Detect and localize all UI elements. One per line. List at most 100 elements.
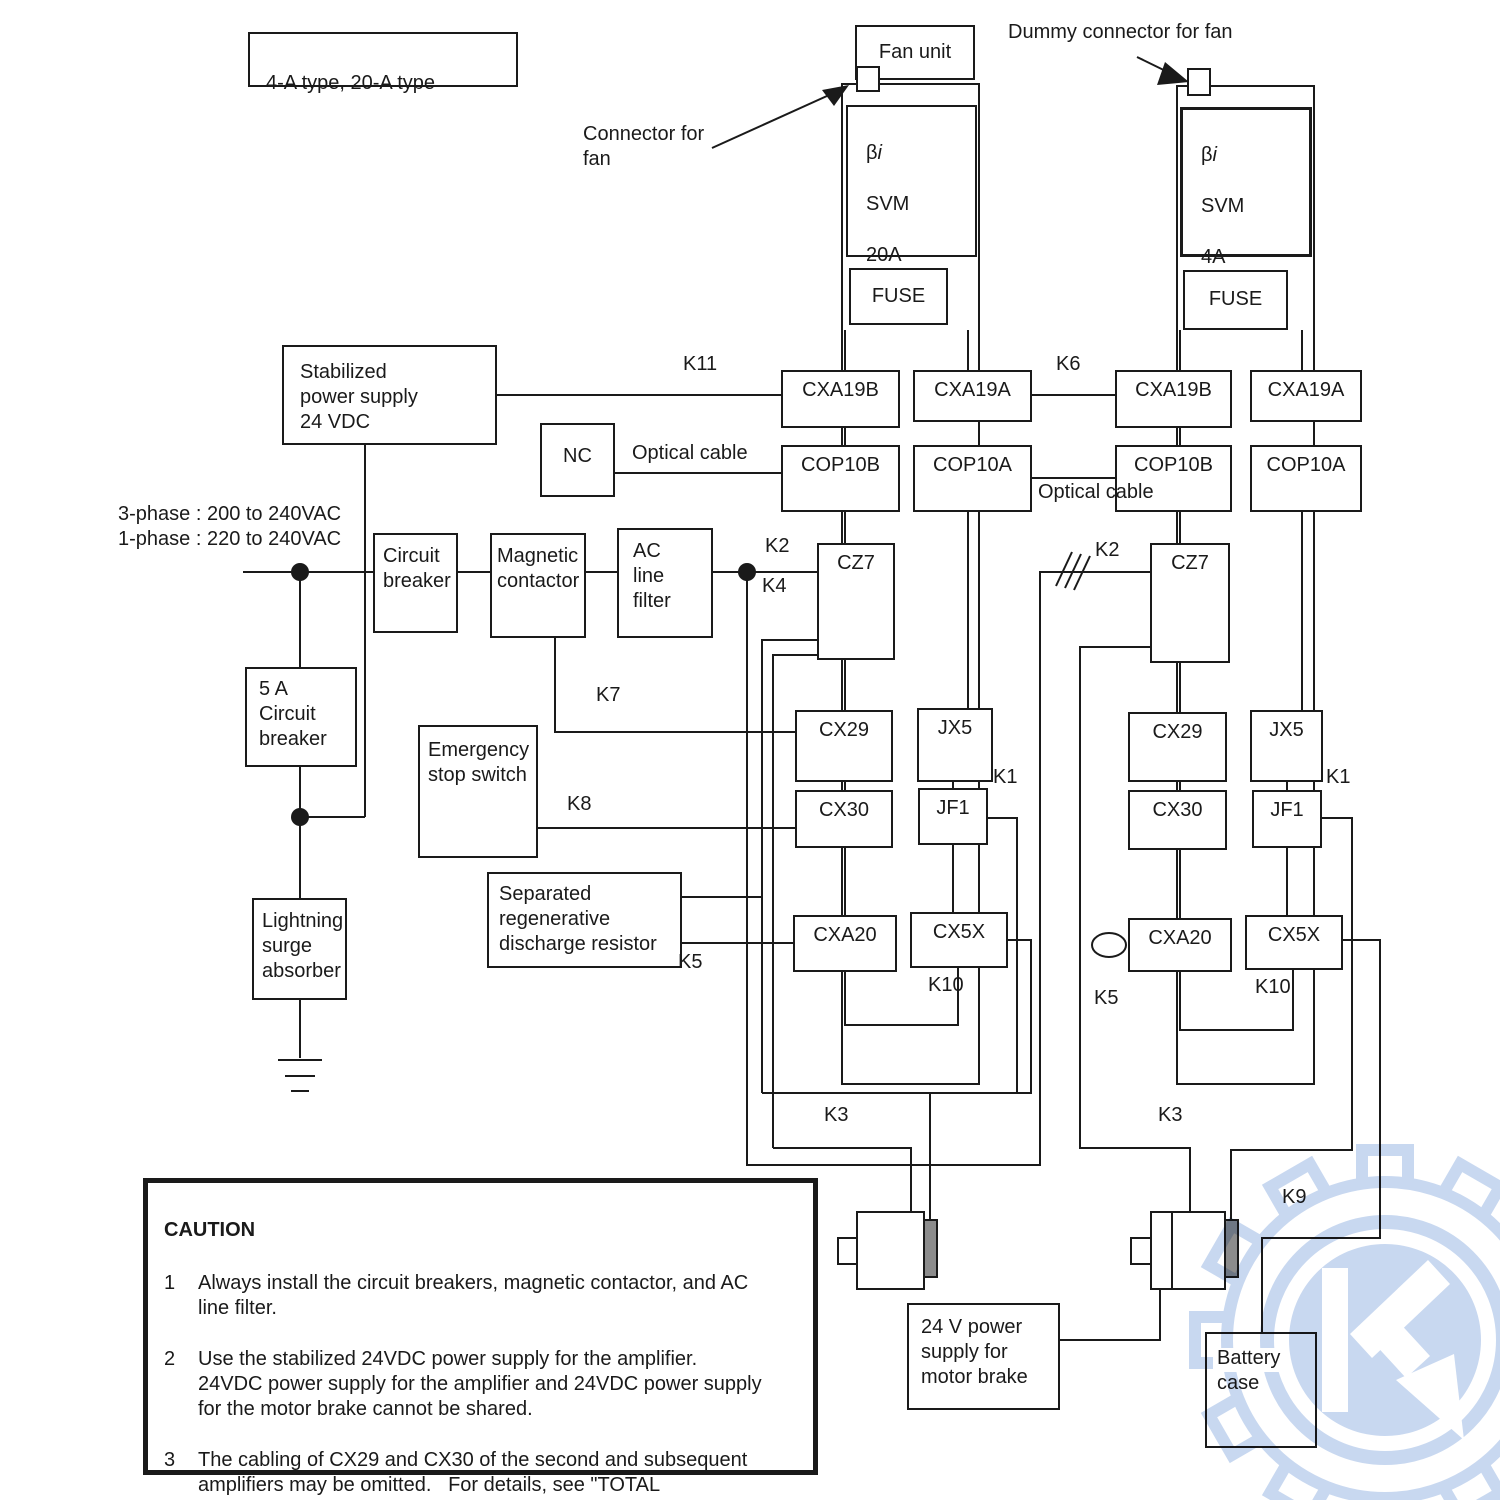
cable-label-k10-right: K10: [1255, 976, 1291, 998]
servo-motor-right: [1130, 1211, 1239, 1290]
cable-label-k1-right: K1: [1326, 766, 1351, 788]
nc-box: NC: [540, 423, 615, 497]
amp1-cxa19a: CXA19A: [913, 370, 1032, 422]
amp2-cop10a: COP10A: [1250, 445, 1362, 512]
cable-k2-second-unit: [746, 571, 1150, 1166]
circuit-breaker-box: Circuit breaker: [373, 533, 458, 633]
cable-label-k6: K6: [1056, 353, 1081, 375]
caution-item-number: 2: [164, 1348, 176, 1370]
cable-label-k7: K7: [596, 684, 621, 706]
caution-title: CAUTION: [164, 1219, 256, 1241]
caution-item: 3 The cabling of CX29 and CX30 of the se…: [164, 1448, 797, 1500]
cable-ac-input: [243, 445, 817, 1058]
amp1-model: SVM: [866, 193, 910, 215]
amp2-jf1: JF1: [1252, 790, 1322, 848]
amp2-cz7: CZ7: [1150, 543, 1230, 663]
junction-dots: [291, 563, 756, 826]
amp1-cop10b: COP10B: [781, 445, 900, 512]
caution-box: CAUTION 1 Always install the circuit bre…: [143, 1178, 818, 1500]
surge-absorber-box: Lightning surge absorber: [252, 898, 347, 1000]
caution-item: 1 Always install the circuit breakers, m…: [164, 1271, 797, 1321]
ground-symbol: [278, 1059, 322, 1092]
caution-item-text: Use the stabilized 24VDC power supply fo…: [198, 1348, 762, 1420]
fan-connector-arrow: [711, 85, 849, 149]
amp2-series-i: i: [1212, 144, 1217, 166]
amp1-cop10a: COP10A: [913, 445, 1032, 512]
cable-k1-right: [1230, 817, 1353, 1220]
amp1-cxa20: CXA20: [793, 915, 897, 972]
5a-circuit-breaker-box: 5 A Circuit breaker: [245, 667, 357, 767]
amp1-rating: 20A: [866, 244, 902, 266]
emergency-stop-box: Emergency stop switch: [418, 725, 538, 858]
amp1-cx30: CX30: [795, 790, 893, 848]
amp2-cxa19b: CXA19B: [1115, 370, 1232, 428]
cable-label-k5-right: K5: [1094, 987, 1119, 1009]
amp1-fuse-box: FUSE: [849, 268, 948, 325]
amp1-internal-wires: [844, 330, 969, 1026]
battery-case-box: Battery case: [1205, 1332, 1317, 1448]
amp2-cx30: CX30: [1128, 790, 1227, 850]
amp1-series: βi: [866, 140, 975, 166]
amp2-series-beta: β: [1201, 144, 1213, 166]
type-note-box: 4-A type, 20-A type: [248, 32, 518, 94]
cable-label-k11: K11: [683, 353, 718, 375]
amp2-series: βi: [1201, 142, 1309, 168]
magnetic-contactor-box: Magnetic contactor: [490, 533, 586, 638]
cable-k3-right: [1079, 646, 1191, 1212]
fan-connector: [856, 66, 880, 92]
caution-item-number: 3: [164, 1449, 176, 1471]
caution-item-text: Always install the circuit breakers, mag…: [198, 1272, 749, 1319]
k5-jumper-loop: [1091, 932, 1127, 958]
connector-for-fan-label: Connector for fan: [583, 123, 705, 170]
optical-cable-label-mid: Optical cable: [1038, 481, 1154, 503]
amp2-model: SVM: [1201, 195, 1245, 217]
cable-label-k4: K4: [762, 575, 787, 597]
caution-item-text: The cabling of CX29 and CX30 of the seco…: [198, 1449, 748, 1500]
caution-item: 2 Use the stabilized 24VDC power supply …: [164, 1347, 797, 1422]
amp2-jx5: JX5: [1250, 710, 1323, 782]
amp2-cxa19a: CXA19A: [1250, 370, 1362, 422]
amp2-rating: 4A: [1201, 246, 1226, 268]
caution-item-number: 1: [164, 1272, 176, 1294]
amp1-series-beta: β: [866, 142, 878, 164]
type-note-label: 4-A type, 20-A type: [266, 72, 435, 94]
ac-line-filter-box: AC line filter: [617, 528, 713, 638]
amp1-cz7: CZ7: [817, 543, 895, 660]
ac-input-label: 3-phase : 200 to 240VAC 1-phase : 220 to…: [118, 503, 342, 550]
cable-brake: [1060, 1290, 1161, 1341]
cable-label-k9: K9: [1282, 1186, 1307, 1208]
amp1-cx5x: CX5X: [910, 912, 1008, 968]
cable-label-k5-left: K5: [678, 951, 703, 973]
fan-dummy-connector: [1187, 68, 1211, 96]
amp1-series-i: i: [877, 142, 882, 164]
servo-motor-left: [837, 1211, 938, 1290]
amp1-jf1: JF1: [918, 788, 988, 845]
amp2-cxa20: CXA20: [1128, 918, 1232, 972]
amp2-cx29: CX29: [1128, 712, 1227, 782]
dummy-connector-arrow: [1136, 56, 1189, 85]
cable-label-k10-left: K10: [928, 974, 964, 996]
amp1-cxa19b: CXA19B: [781, 370, 900, 428]
amp1-cx29: CX29: [795, 710, 893, 782]
optical-cable-label-left: Optical cable: [632, 442, 748, 464]
cable-label-k1-left: K1: [993, 766, 1018, 788]
cable-label-k3-right: K3: [1158, 1104, 1183, 1126]
cable-label-k3-left: K3: [824, 1104, 849, 1126]
regen-resistor-box: Separated regenerative discharge resisto…: [487, 872, 682, 968]
cable-label-k8: K8: [567, 793, 592, 815]
amp2-cx5x: CX5X: [1245, 915, 1343, 970]
cable-k3-left: [773, 1147, 912, 1212]
cable-k2-k4-taps: [761, 639, 817, 1148]
amp1-nameplate: βi SVM 20A: [846, 105, 977, 266]
amp2-internal-wires: [1179, 330, 1303, 1031]
dummy-connector-label: Dummy connector for fan: [1008, 21, 1233, 43]
amp1-jx5: JX5: [917, 708, 993, 782]
cable-k1-left: [762, 817, 1032, 1220]
brake-supply-box: 24 V power supply for motor brake: [907, 1303, 1060, 1410]
stabilized-supply-box: Stabilized power supply 24 VDC: [282, 345, 497, 445]
cable-hatch-marks: [1055, 551, 1091, 591]
cable-k7: [554, 638, 795, 733]
amp2-fuse-box: FUSE: [1183, 270, 1288, 330]
amp2-nameplate: βi SVM 4A: [1180, 107, 1312, 268]
